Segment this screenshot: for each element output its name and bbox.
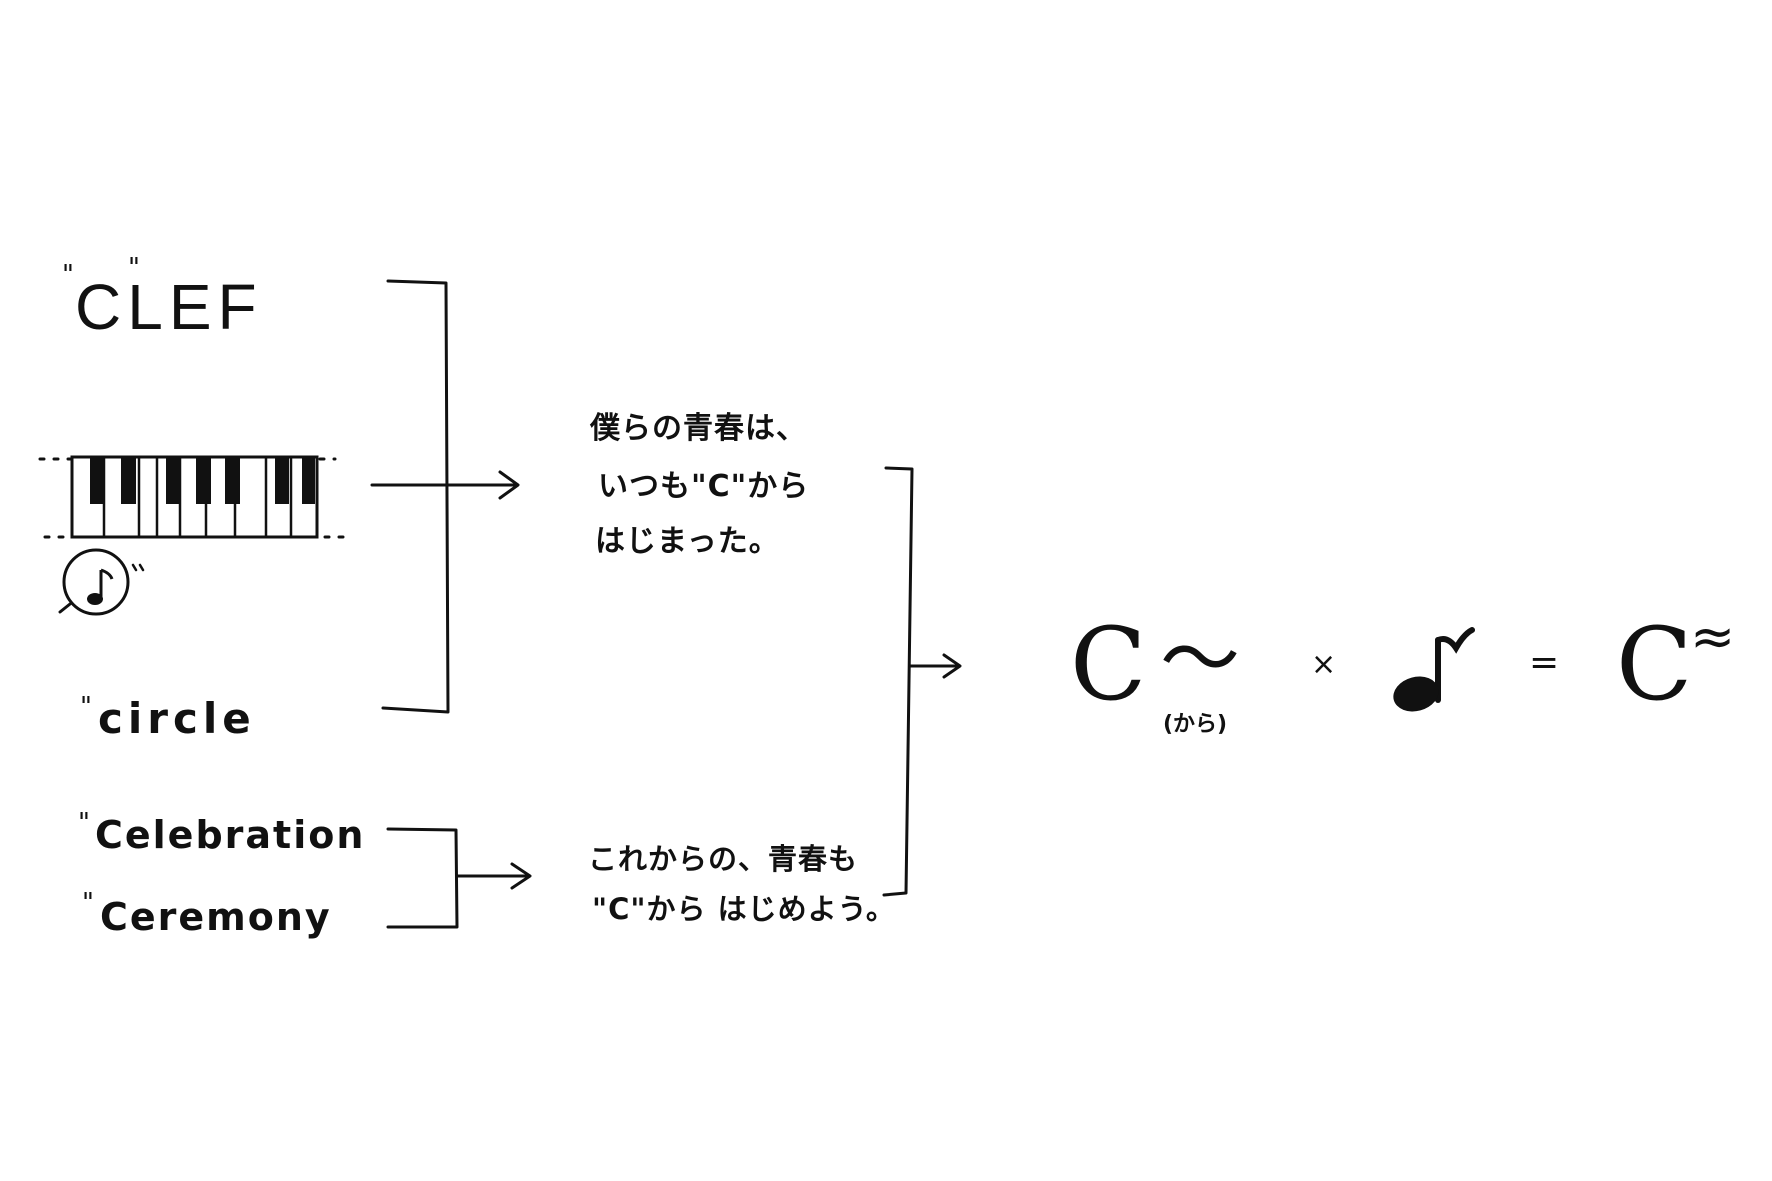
message-line: はじまった。 <box>595 524 780 559</box>
term-celebration: Celebration <box>95 813 366 857</box>
message-line: 僕らの青春は、 <box>590 411 807 446</box>
result-letter-c: C <box>1616 606 1693 723</box>
term-circle: circle <box>98 694 256 743</box>
quote-mark: " <box>128 253 140 283</box>
arrow-to-second-message <box>455 862 532 890</box>
equation-letter-c: C <box>1070 606 1147 723</box>
arrow-to-equation <box>908 653 962 679</box>
music-note-bubble-icon <box>58 548 145 616</box>
equation-equals: = <box>1529 642 1560 683</box>
message-line: これからの、青春も <box>588 842 859 876</box>
piano-keyboard-icon <box>38 455 347 539</box>
quote-mark: " <box>80 692 92 722</box>
bracket-top-group <box>381 279 450 714</box>
eighth-note-icon <box>1393 627 1475 712</box>
quote-mark: " <box>82 888 94 918</box>
quote-mark: " <box>62 260 74 290</box>
message-line: "C"から はじめよう。 <box>592 892 896 926</box>
term-clef: CLEF <box>75 271 263 343</box>
bracket-messages <box>882 466 914 897</box>
quote-mark: " <box>78 808 90 838</box>
arrow-to-first-message <box>370 470 520 500</box>
tilde-reading: (から) <box>1163 712 1228 737</box>
bracket-bottom-group <box>386 827 459 929</box>
equation-times: × <box>1311 647 1337 682</box>
term-ceremony: Ceremony <box>100 895 332 939</box>
message-line: いつも"C"から <box>598 469 810 504</box>
result-wave: ≈ <box>1690 605 1736 668</box>
equation-tilde: 〜 <box>1160 613 1240 706</box>
